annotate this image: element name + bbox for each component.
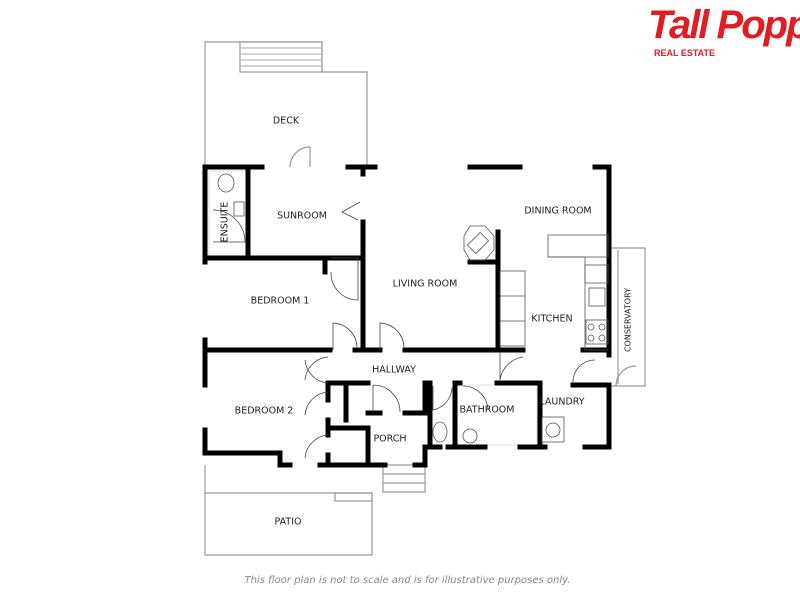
patio	[204, 465, 373, 556]
label-bedroom2: BEDROOM 2	[235, 406, 294, 417]
walls	[202, 164, 612, 468]
disclaimer: This floor plan is not to scale and is f…	[244, 575, 571, 586]
fixtures	[217, 173, 609, 444]
label-porch: PORCH	[373, 434, 406, 445]
label-ensuite: ENSUITE	[220, 202, 231, 243]
deck	[204, 41, 368, 168]
label-sunroom: SUNROOM	[277, 211, 327, 222]
label-kitchen: KITCHEN	[531, 314, 572, 325]
brand-logo: Tall Poppy REAL ESTATE	[648, 2, 800, 59]
porch-steps	[382, 464, 426, 493]
label-bedroom1: BEDROOM 1	[251, 296, 310, 307]
conservatory	[612, 247, 646, 387]
label-patio: PATIO	[275, 517, 302, 528]
label-conservatory: CONSERVATORY	[624, 288, 633, 352]
label-bathroom: BATHROOM	[460, 405, 515, 416]
label-dining-room: DINING ROOM	[524, 206, 591, 217]
doors	[212, 201, 596, 459]
room-labels: DECK SUNROOM ENSUITE BEDROOM 1 LIVING RO…	[220, 116, 633, 528]
label-deck: DECK	[273, 116, 300, 127]
brand-tagline: REAL ESTATE	[654, 48, 716, 58]
brand-name: Tall Poppy	[648, 3, 800, 47]
label-hallway: HALLWAY	[372, 365, 416, 376]
label-laundry: LAUNDRY	[539, 397, 584, 408]
label-living-room: LIVING ROOM	[393, 279, 458, 290]
